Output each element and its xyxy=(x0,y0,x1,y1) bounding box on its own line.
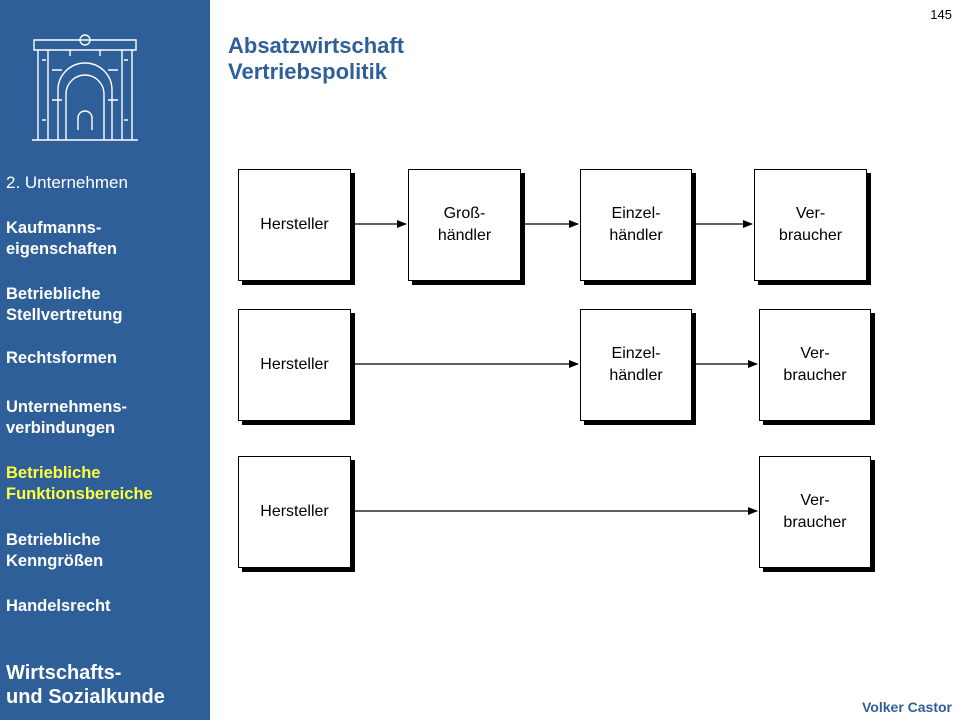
sidebar-item-kaufmannseigenschaften[interactable]: Kaufmanns- eigenschaften xyxy=(6,219,117,258)
node-verbraucher-r1: Ver- braucher xyxy=(754,169,867,281)
node-hersteller-r2: Hersteller xyxy=(238,309,351,421)
node-verbraucher-r3: Ver- braucher xyxy=(759,456,871,568)
node-grosshaendler-r1: Groß- händler xyxy=(408,169,521,281)
page-title: Absatzwirtschaft Vertriebspolitik xyxy=(228,33,404,85)
node-hersteller-r3: Hersteller xyxy=(238,456,351,568)
sidebar: 2. Unternehmen Kaufmanns- eigenschaften … xyxy=(0,0,210,720)
sidebar-item-unternehmen[interactable]: 2. Unternehmen xyxy=(6,173,128,192)
node-einzelhaendler-r1: Einzel- händler xyxy=(580,169,692,281)
sidebar-item-rechtsformen[interactable]: Rechtsformen xyxy=(6,349,117,367)
building-logo-icon xyxy=(32,34,138,141)
sidebar-footer: Wirtschafts- und Sozialkunde xyxy=(6,662,165,708)
sidebar-item-stellvertretung[interactable]: Betriebliche Stellvertretung xyxy=(6,285,123,324)
title-line-1: Absatzwirtschaft xyxy=(228,33,405,58)
sidebar-item-unternehmensverbindungen[interactable]: Unternehmens- verbindungen xyxy=(6,398,128,437)
sidebar-item-kenngroessen[interactable]: Betriebliche Kenngrößen xyxy=(6,531,104,570)
node-einzelhaendler-r2: Einzel- händler xyxy=(580,309,692,421)
sidebar-item-handelsrecht[interactable]: Handelsrecht xyxy=(6,597,111,615)
sidebar-item-funktionsbereiche[interactable]: Betriebliche Funktionsbereiche xyxy=(6,464,153,503)
page-number: 145 xyxy=(930,7,952,22)
title-line-2: Vertriebspolitik xyxy=(228,59,387,84)
author-name: Volker Castor xyxy=(862,699,952,715)
node-hersteller-r1: Hersteller xyxy=(238,169,351,281)
node-verbraucher-r2: Ver- braucher xyxy=(759,309,871,421)
